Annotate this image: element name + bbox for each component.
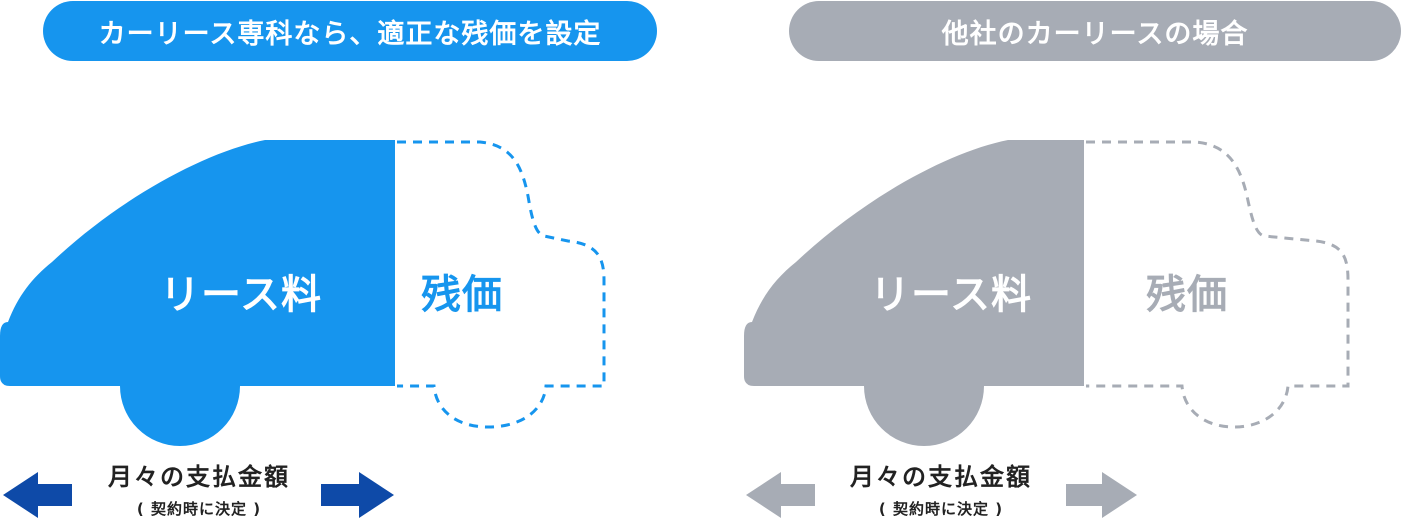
lease-label-other: リース料 <box>870 272 1032 318</box>
lease-portion-recommended <box>0 140 395 446</box>
car-recommended <box>0 140 606 518</box>
payment-label-other: 月々の支払金額 ( 契約時に決定 ) <box>826 457 1056 519</box>
lease-portion-other <box>744 140 1084 446</box>
arrow-left-icon <box>3 472 72 518</box>
arrow-right-icon <box>321 472 394 518</box>
payment-note: ( 契約時に決定 ) <box>878 500 1004 518</box>
arrow-left-icon <box>746 472 815 518</box>
payment-label-recommended: 月々の支払金額 ( 契約時に決定 ) <box>84 457 314 519</box>
residual-label-recommended: 残価 <box>421 272 503 318</box>
header-recommended: カーリース専科なら、適正な残価を設定 <box>43 1 657 61</box>
residual-outline-other <box>1086 140 1350 429</box>
car-other <box>744 140 1350 518</box>
residual-label-other: 残価 <box>1146 272 1228 318</box>
payment-note: ( 契約時に決定 ) <box>136 500 262 518</box>
residual-outline-recommended <box>397 140 606 429</box>
car-silhouette-icon <box>0 140 606 446</box>
car-silhouette-icon <box>744 140 1350 446</box>
arrow-right-icon <box>1066 472 1137 518</box>
header-other-companies: 他社のカーリースの場合 <box>789 1 1401 61</box>
payment-title: 月々の支払金額 <box>108 463 290 491</box>
payment-title: 月々の支払金額 <box>850 463 1032 491</box>
lease-label-recommended: リース料 <box>160 272 322 318</box>
